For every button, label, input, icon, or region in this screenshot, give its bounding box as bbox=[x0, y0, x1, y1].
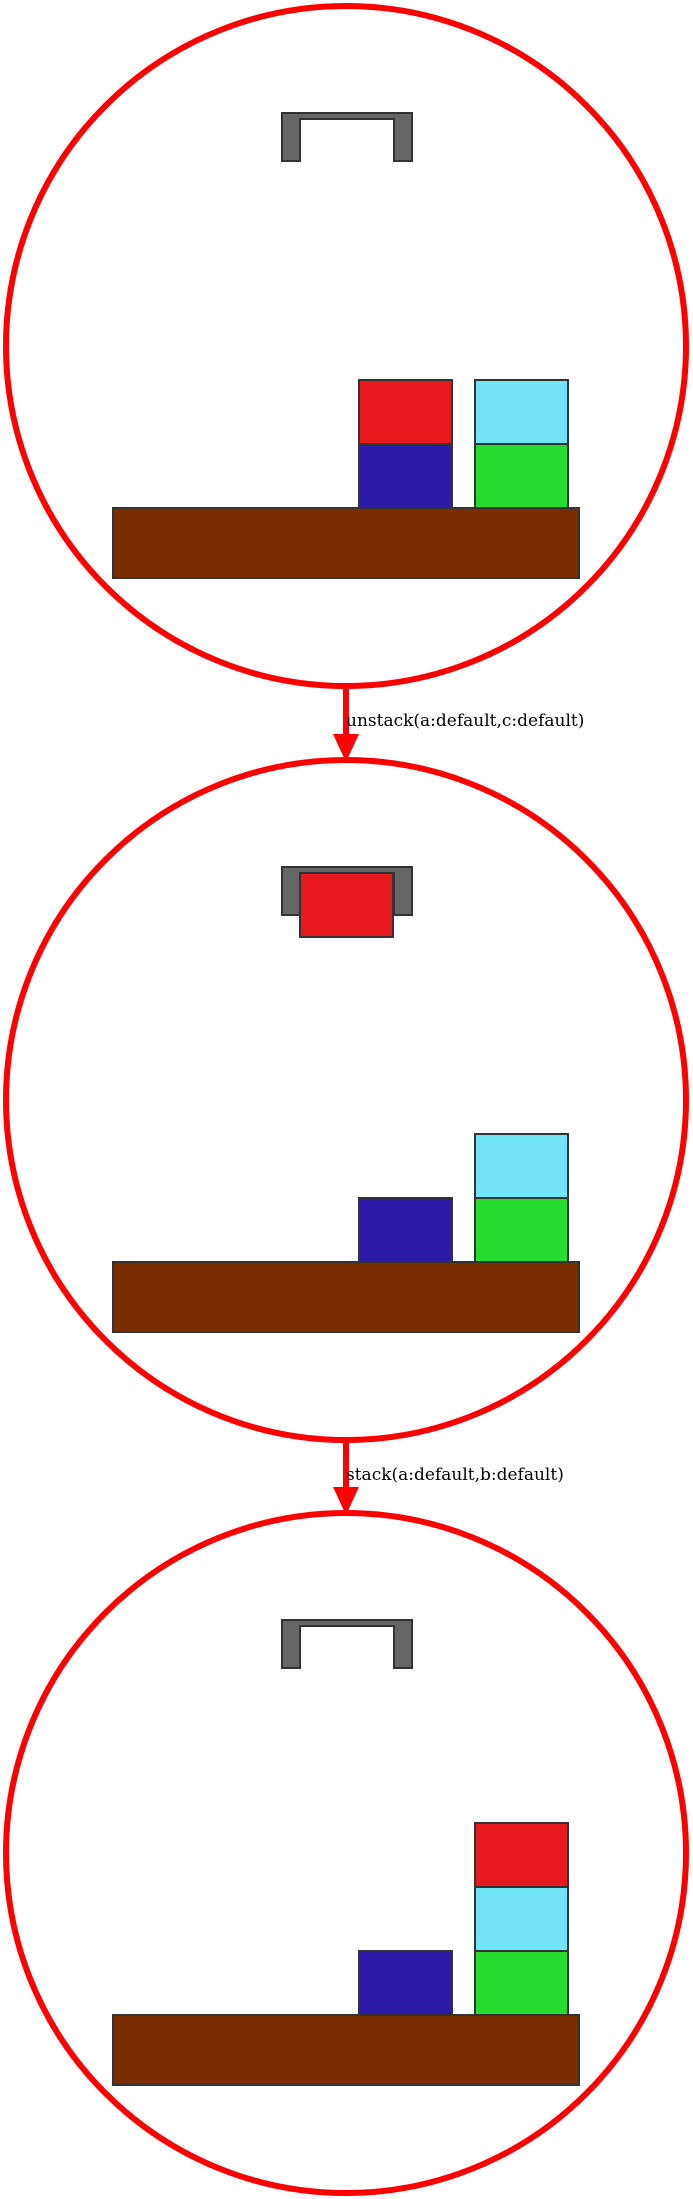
block-a bbox=[474, 1822, 569, 1888]
block-d bbox=[474, 443, 569, 509]
gripper-icon bbox=[281, 1619, 413, 1669]
state-frame bbox=[3, 757, 689, 1443]
block-d bbox=[474, 1197, 569, 1263]
state-frame bbox=[3, 3, 689, 689]
block-a bbox=[358, 379, 453, 445]
block-c bbox=[358, 1950, 453, 2016]
state-frame bbox=[3, 1510, 689, 2196]
state-3 bbox=[3, 1510, 689, 2196]
transition-1: unstack(a:default,c:default) bbox=[333, 686, 584, 762]
held-block-a bbox=[299, 872, 394, 938]
block-d bbox=[474, 1950, 569, 2016]
action-label: unstack(a:default,c:default) bbox=[346, 711, 584, 731]
action-label: stack(a:default,b:default) bbox=[346, 1465, 564, 1485]
gripper-body bbox=[281, 1619, 413, 1669]
table bbox=[112, 507, 580, 579]
transition-2: stack(a:default,b:default) bbox=[333, 1440, 564, 1515]
gripper-icon bbox=[281, 112, 413, 162]
block-b bbox=[474, 1886, 569, 1952]
table bbox=[112, 2014, 580, 2086]
down-arrow-icon bbox=[333, 734, 359, 762]
gripper-body bbox=[281, 112, 413, 162]
state-2 bbox=[3, 757, 689, 1443]
state-1 bbox=[3, 3, 689, 689]
table bbox=[112, 1261, 580, 1333]
block-b bbox=[474, 379, 569, 445]
block-c bbox=[358, 443, 453, 509]
block-c bbox=[358, 1197, 453, 1263]
down-arrow-icon bbox=[333, 1487, 359, 1515]
block-b bbox=[474, 1133, 569, 1199]
